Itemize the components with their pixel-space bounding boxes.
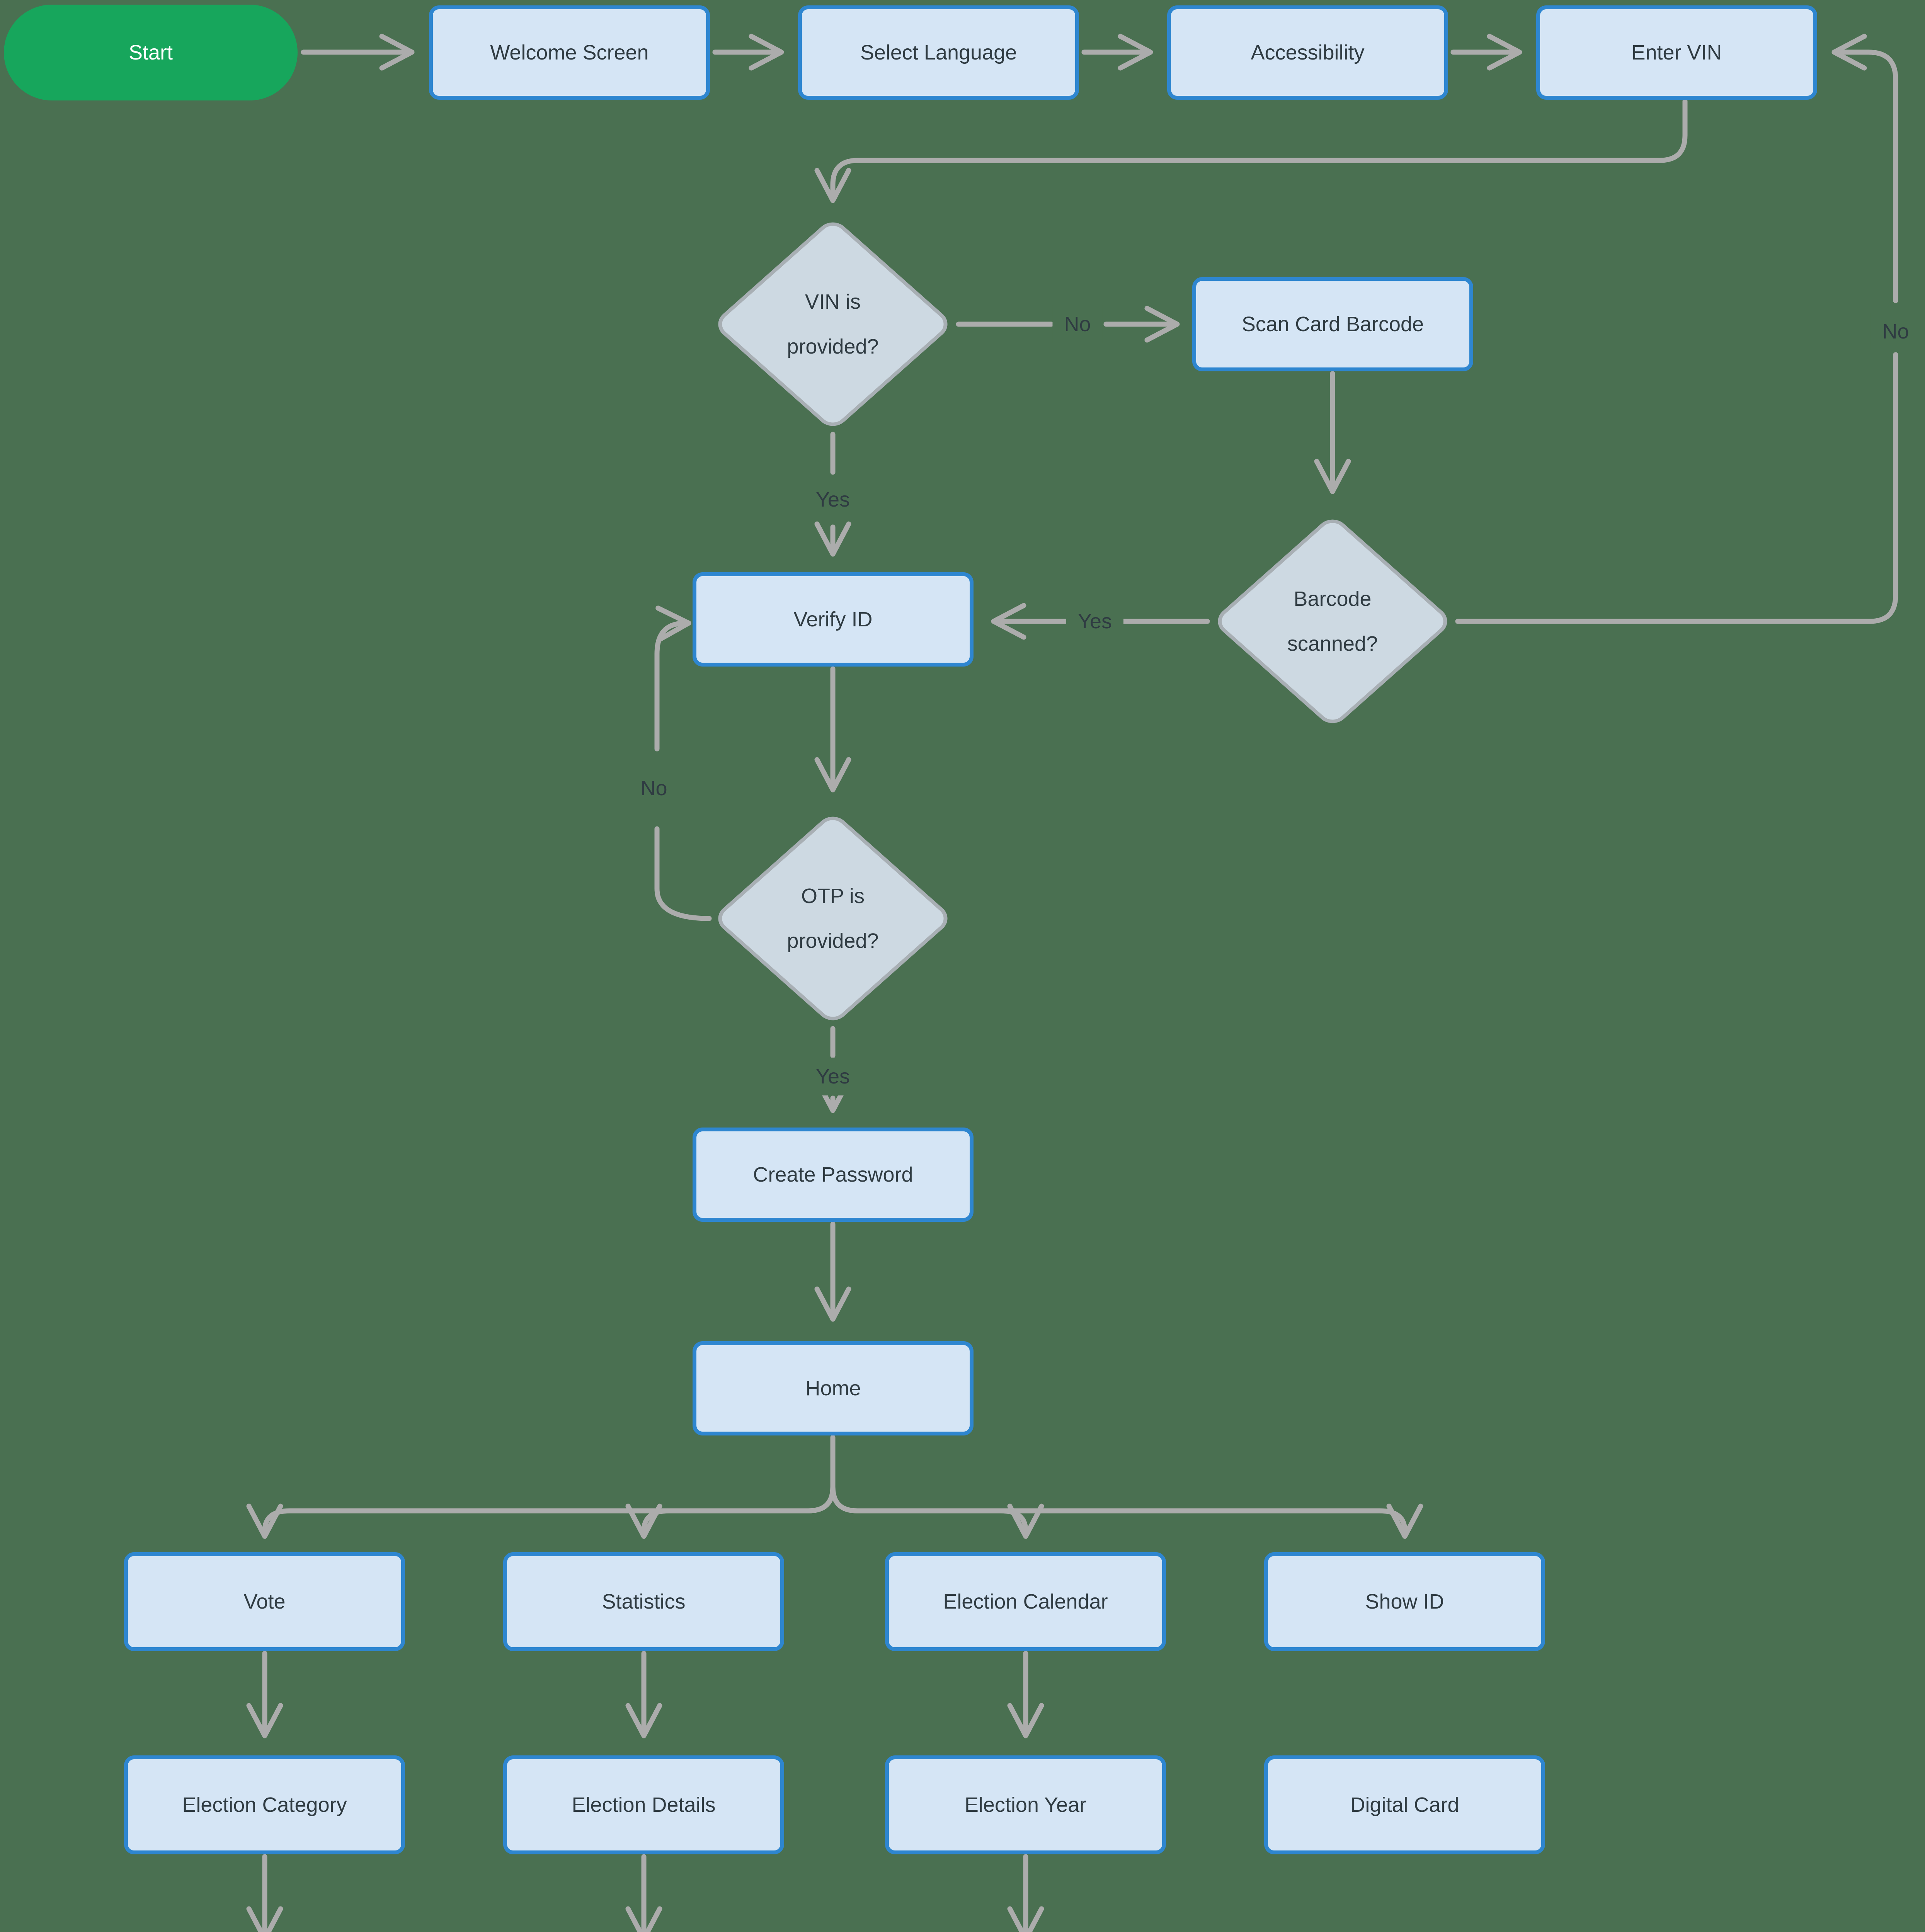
edge-label-vin-no: No: [1052, 305, 1103, 343]
node-verify-id[interactable]: Verify ID: [693, 572, 974, 667]
diamond-label: OTP is provided?: [787, 884, 879, 952]
node-otp-provided-decision[interactable]: OTP is provided?: [711, 811, 954, 1026]
node-election-year[interactable]: Election Year: [885, 1755, 1166, 1854]
edge-label-barcode-no: No: [1871, 313, 1921, 350]
node-digital-card[interactable]: Digital Card: [1264, 1755, 1545, 1854]
node-start[interactable]: Start: [4, 5, 298, 100]
node-vin-provided-decision[interactable]: VIN is provided?: [711, 216, 954, 432]
edge-enter-vin-vin-provided: [814, 99, 1688, 203]
node-home[interactable]: Home: [693, 1341, 974, 1435]
node-accessibility[interactable]: Accessibility: [1167, 5, 1448, 100]
edge-barcode-no-b: [1831, 34, 1898, 303]
node-election-calendar[interactable]: Election Calendar: [885, 1552, 1166, 1651]
node-welcome-screen[interactable]: Welcome Screen: [429, 5, 710, 100]
edge-otp-no-b: [654, 605, 691, 752]
edge-otp-no-a: [654, 826, 712, 921]
edge-label-barcode-yes: Yes: [1066, 602, 1124, 640]
edge-home-show-id: [830, 1484, 1423, 1539]
node-election-category[interactable]: Election Category: [124, 1755, 405, 1854]
edge-label-vin-yes: Yes: [804, 481, 862, 519]
node-scan-card-barcode[interactable]: Scan Card Barcode: [1192, 277, 1473, 371]
node-show-id[interactable]: Show ID: [1264, 1552, 1545, 1651]
diamond-label: VIN is provided?: [787, 290, 879, 358]
node-create-password[interactable]: Create Password: [693, 1128, 974, 1222]
node-statistics[interactable]: Statistics: [503, 1552, 784, 1651]
edge-label-otp-no: No: [629, 769, 679, 807]
edge-barcode-no-a: [1455, 352, 1898, 624]
edge-home-statistics: [625, 1484, 836, 1539]
node-vote[interactable]: Vote: [124, 1552, 405, 1651]
node-election-details[interactable]: Election Details: [503, 1755, 784, 1854]
edge-label-otp-yes: Yes: [804, 1058, 862, 1095]
diamond-label: Barcode scanned?: [1287, 587, 1378, 655]
node-enter-vin[interactable]: Enter VIN: [1536, 5, 1817, 100]
node-select-language[interactable]: Select Language: [798, 5, 1079, 100]
node-barcode-scanned-decision[interactable]: Barcode scanned?: [1211, 514, 1454, 729]
